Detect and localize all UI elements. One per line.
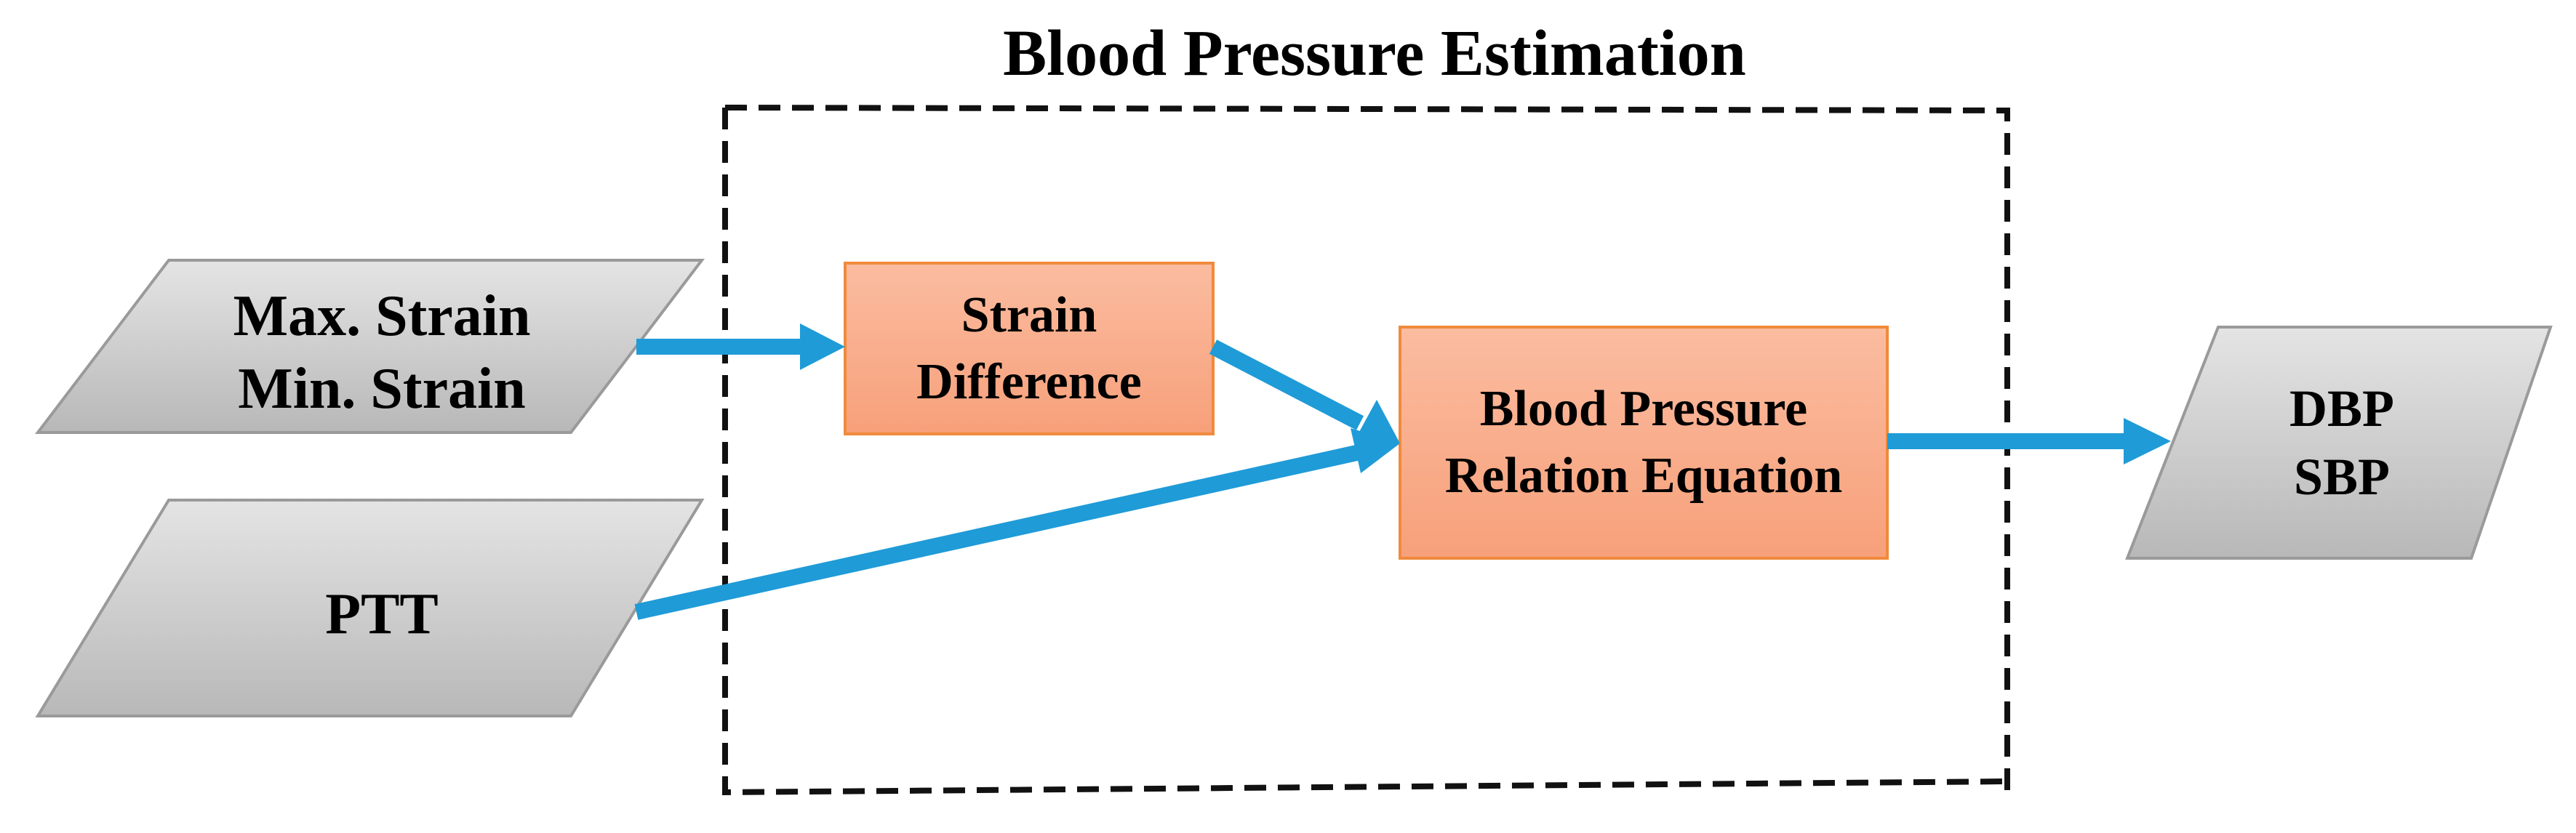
- title-text: Blood Pressure Estimation: [1003, 17, 1746, 89]
- arrow-equation-to-output: [1887, 418, 2171, 464]
- strain-difference-line-2: Difference: [916, 353, 1142, 410]
- relation-equation-line-1: Blood Pressure: [1479, 381, 1808, 437]
- strain-difference-line-1: Strain: [961, 286, 1097, 343]
- output-label: DBP SBP: [2182, 327, 2502, 558]
- strain-difference-label: Strain Difference: [845, 263, 1213, 434]
- arrow-strain-to-difference: [636, 323, 845, 370]
- ptt-text: PTT: [325, 582, 439, 646]
- sbp-text: SBP: [2293, 448, 2391, 506]
- input-ptt-label: PTT: [145, 542, 618, 687]
- output-shape: [2125, 326, 2553, 560]
- input-strain-label: Max. Strain Min. Strain: [145, 273, 618, 432]
- relation-equation-box: [1399, 326, 1889, 560]
- arrow-ptt-to-equation: [634, 428, 1400, 620]
- estimation-boundary: [722, 105, 2010, 800]
- input-ptt-shape: [35, 499, 705, 717]
- diagram-title: Blood Pressure Estimation: [800, 13, 1949, 93]
- min-strain-text: Min. Strain: [238, 357, 526, 421]
- max-strain-text: Max. Strain: [233, 284, 531, 348]
- dbp-text: DBP: [2289, 379, 2394, 438]
- relation-equation-label: Blood Pressure Relation Equation: [1400, 327, 1887, 558]
- arrow-difference-to-equation: [1209, 339, 1400, 443]
- relation-equation-line-2: Relation Equation: [1444, 448, 1843, 504]
- input-strain-shape: [34, 259, 705, 434]
